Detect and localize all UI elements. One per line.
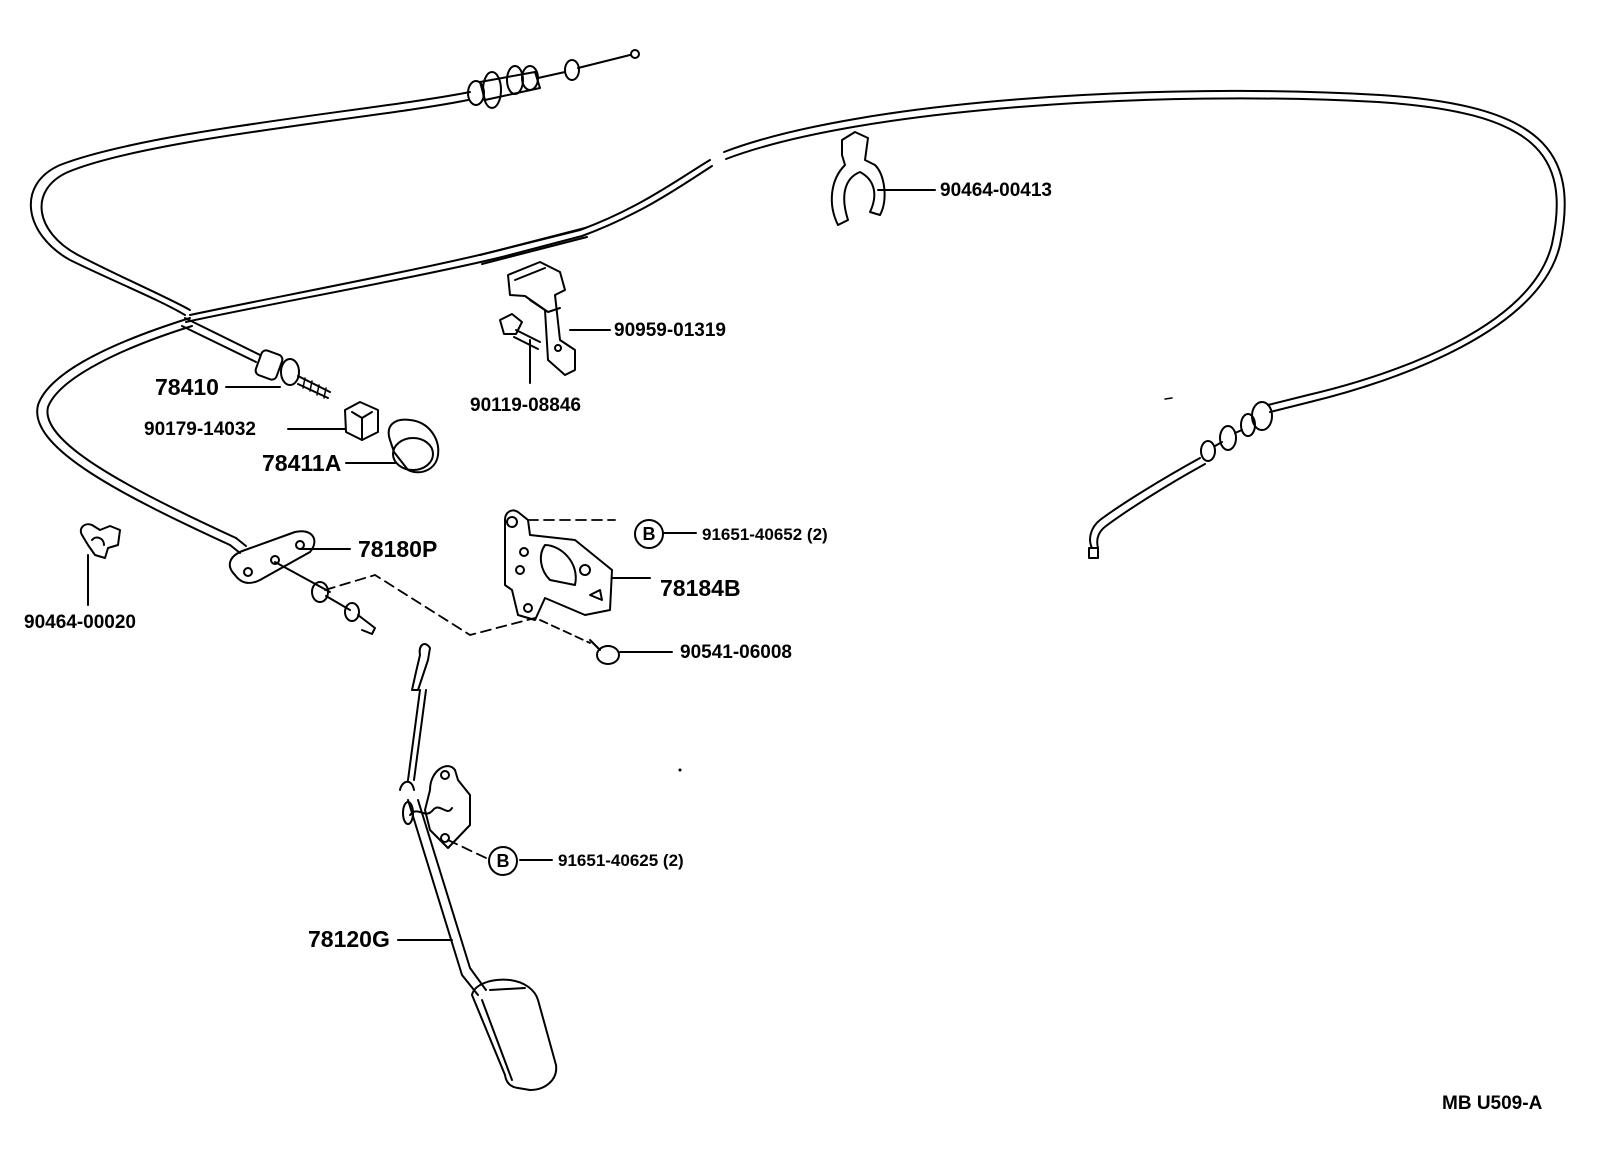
cap-78411A (387, 418, 440, 474)
label-78120G: 78120G (308, 926, 390, 952)
upper-cable-outer (29, 91, 471, 316)
label-90464-00020: 90464-00020 (24, 612, 136, 633)
right-cable-end (1088, 394, 1311, 559)
label-78410: 78410 (155, 374, 219, 400)
label-90464-00413: 90464-00413 (940, 180, 1052, 201)
pedal-78120G (399, 643, 558, 1091)
label-91651-40625: 91651-40625 (2) (558, 851, 684, 870)
bolt-90119 (499, 313, 541, 384)
clamp-top (830, 131, 936, 226)
label-78180P: 78180P (358, 536, 438, 562)
label-90119-08846: 90119-08846 (470, 395, 581, 416)
bracket-78184B (504, 509, 651, 621)
label-78184B: 78184B (660, 575, 741, 601)
clip-bracket (507, 261, 611, 376)
label-91651-40652: 91651-40652 (2) (702, 525, 828, 544)
stray-tick (1164, 397, 1173, 400)
cable-plate-78180P (228, 530, 376, 635)
callout-b-lower-icon: B (488, 846, 518, 876)
dashed-leader-pedal (447, 839, 487, 859)
callout-b-upper-icon: B (634, 519, 664, 549)
nut-90179 (344, 401, 379, 441)
label-90959-01319: 90959-01319 (614, 320, 726, 341)
dashed-leader-cable (324, 574, 536, 636)
label-90179-14032: 90179-14032 (144, 419, 256, 440)
main-cable-sheath (185, 89, 1566, 403)
label-90541-06008: 90541-06008 (680, 642, 792, 663)
stray-dot (678, 768, 682, 772)
label-78411A: 78411A (262, 450, 342, 476)
lower-loop-cable (36, 317, 237, 546)
screw-90541 (539, 619, 673, 665)
clamp-left (79, 523, 121, 606)
throttle-end-fitting (467, 49, 640, 109)
cable-end-78410 (181, 317, 331, 399)
diagram-code: MB U509-A (1442, 1093, 1543, 1114)
